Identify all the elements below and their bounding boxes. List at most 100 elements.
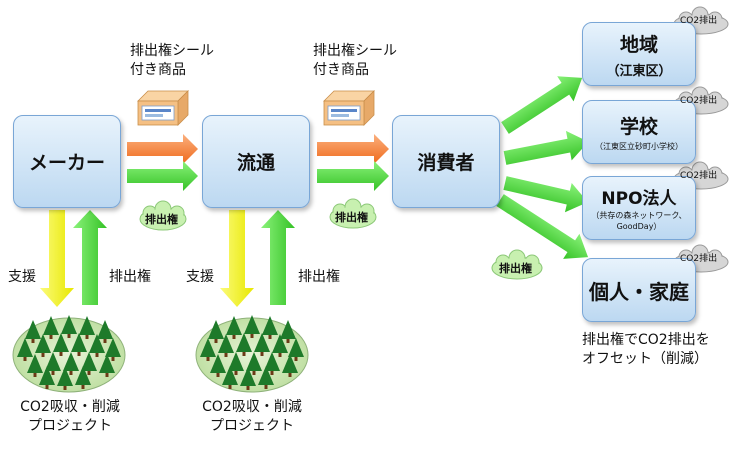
credit-cloud-1 [139,200,187,231]
support-label-right: 支援 [186,269,214,285]
tree-icon [222,366,238,385]
tree-icon [71,333,87,352]
tree-icon [99,354,115,373]
maker-box: メーカー [13,115,121,208]
region-subtitle: （江東区） [606,63,672,79]
tree-trunk [268,334,272,339]
project-line2: プロジェクト [28,417,112,434]
npo-title: NPO法人 [601,189,677,210]
sticker-product-label-2: 排出権シール 付き商品 [313,42,397,80]
tree-trunk [234,370,238,375]
tree-icon [105,338,121,357]
tree-icon [35,334,51,353]
co2-cloud-npo [673,161,729,190]
tree-trunk [242,351,246,356]
arrow-credit-up-to-distribution [261,210,295,305]
project-line2: プロジェクト [210,417,294,434]
tree-icon [282,354,298,373]
arrow-credit-up-to-maker [73,210,107,305]
tree-trunk [224,352,228,357]
product-package-icon-2 [323,90,375,126]
tree-trunk [45,384,49,389]
tree-trunk [246,385,250,390]
tree-trunk [278,352,282,357]
tree-icon [226,316,242,335]
tree-trunk [77,351,81,356]
product-package-icon-1 [137,90,189,126]
tree-trunk [87,370,91,375]
sticker-product-line2: 付き商品 [130,61,186,78]
region-title: 地域 [619,33,658,56]
sticker-product-line1: 排出権シール [130,43,214,59]
offset-note-line2: オフセット（削減） [582,350,708,367]
school-box: 学校 （江東区立砂町小学校） [582,100,696,164]
tree-trunk [41,352,45,357]
co2-badge-school: CO2排出 [680,96,718,106]
tree-icon [27,354,43,373]
distribution-box: 流通 [202,115,310,208]
individual-box: 個人・家庭 [582,258,696,322]
tree-trunk [206,356,210,361]
arrow-maker-support-down [40,210,74,307]
project-label-left: CO2吸収・削減 プロジェクト [5,398,135,436]
tree-trunk [81,384,85,389]
arrow-consumer-to-region [501,76,583,134]
tree-icon [208,320,224,339]
tree-icon [17,338,33,357]
tree-trunk [294,356,298,361]
sticker-product-label-1: 排出権シール 付き商品 [130,42,214,80]
tree-trunk [103,338,107,343]
credit-cloud-2 [329,198,377,229]
tree-trunk [252,370,256,375]
tree-icon [79,316,95,335]
school-subtitle: （江東区立砂町小学校） [595,141,683,151]
npo-box: NPO法人 （共存の森ネットワーク、 GoodDay） [582,176,696,240]
tree-trunk [105,372,109,377]
co2-badge-region: CO2排出 [680,16,718,26]
arrow-distribution-to-consumer-orange [317,134,389,164]
tree-icon [43,316,59,335]
tree-trunk [111,356,115,361]
project-line1: CO2吸収・削減 [20,399,120,415]
tree-trunk [286,338,290,343]
tree-trunk [63,385,67,390]
consumer-box: 消費者 [392,115,500,208]
tree-icon [57,367,73,386]
arrow-consumer-to-individual [496,194,589,259]
tree-trunk [95,352,99,357]
tree-icon [244,315,260,334]
tree-trunk [288,372,292,377]
tree-icon [288,338,304,357]
credit-label-left: 排出権 [109,269,151,285]
tree-trunk [59,351,63,356]
trees-left [17,315,121,390]
project-label-right: CO2吸収・削減 プロジェクト [187,398,317,436]
npo-subtitle-line2: GoodDay） [616,221,662,231]
tree-icon [262,316,278,335]
tree-trunk [49,334,53,339]
tree-trunk [270,370,274,375]
credit-cloud-3 [491,249,543,280]
tree-icon [200,338,216,357]
arrow-distribution-support-down [220,210,254,307]
tree-icon [61,315,77,334]
tree-trunk [232,334,236,339]
arrow-consumer-to-npo [503,176,588,213]
npo-subtitle-line1: （共存の森ネットワーク、 [591,211,687,221]
tree-icon [246,352,262,371]
tree-icon [89,334,105,353]
tree-icon [240,367,256,386]
tree-icon [264,352,280,371]
tree-trunk [69,370,73,375]
tree-trunk [264,384,268,389]
tree-icon [254,333,270,352]
credit-label-right: 排出権 [298,269,340,285]
offset-note-line1: 排出権でCO2排出を [582,332,710,348]
tree-trunk [228,384,232,389]
offset-note: 排出権でCO2排出を オフセット（削減） [582,331,710,369]
arrow-distribution-to-consumer-green [317,161,389,191]
tree-icon [210,354,226,373]
trees-right [200,315,304,390]
co2-badge-npo: CO2排出 [680,171,718,181]
tree-icon [75,366,91,385]
